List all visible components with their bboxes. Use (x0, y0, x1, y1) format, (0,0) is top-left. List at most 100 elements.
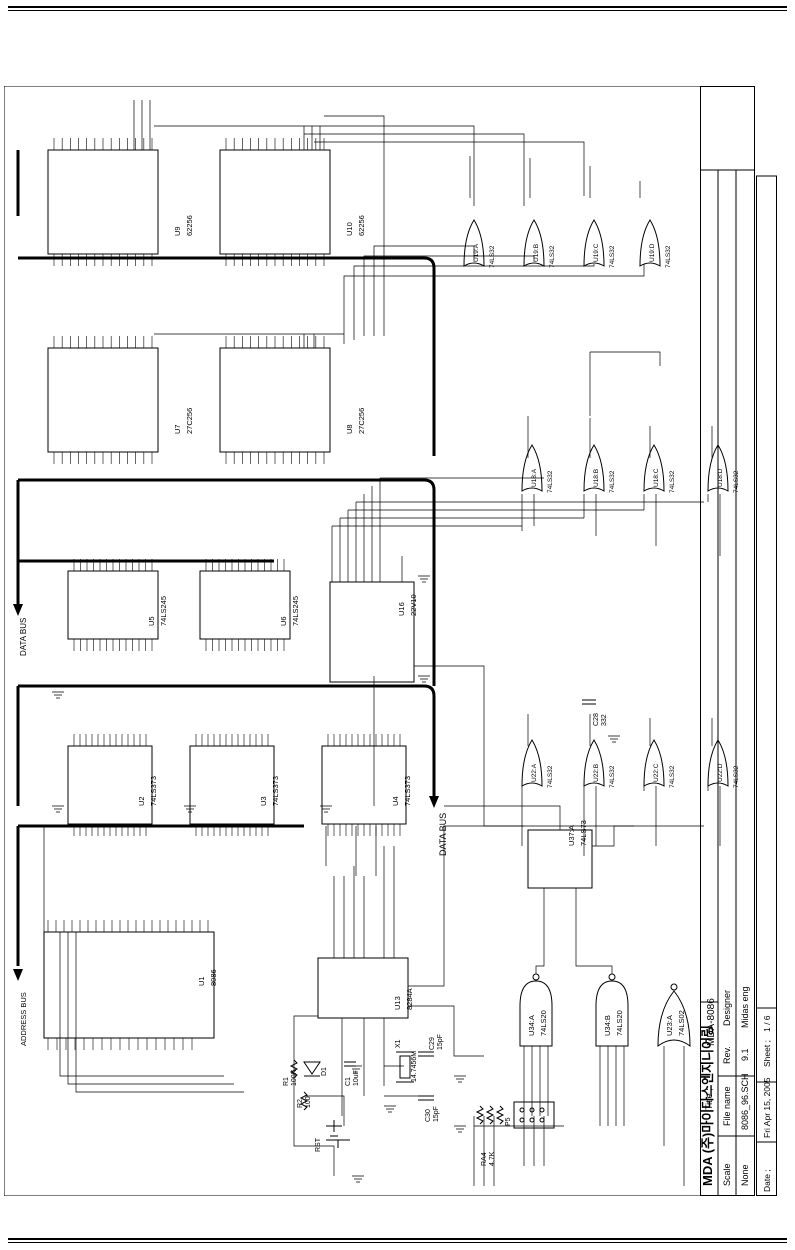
rev-value: 9.1 (740, 1048, 750, 1061)
file-value: 8086_96.SCH (740, 1073, 750, 1130)
or-gate-shape (521, 444, 543, 492)
gate-ref: U22:A (531, 763, 538, 782)
chip-ref: U23:A (665, 1015, 674, 1036)
label-r2-value: 100 (305, 1096, 312, 1108)
chip-ref: U34:A (527, 1015, 536, 1036)
title-value: MDA-8086 (706, 998, 717, 1046)
chip-ref: U9 (173, 226, 182, 236)
or-gate-shape (583, 444, 605, 492)
or-gate-shape (463, 219, 485, 267)
label-d1: D1 (321, 1067, 328, 1076)
title-block-overlay: Title ; Date ; Fri Apr 15, 2005 Sheet ; … (704, 1088, 714, 1110)
label-r1-value: 100K (291, 1069, 298, 1086)
logo-text: MDA (주)마이다스엔지니어링 (700, 1025, 715, 1186)
gate-ref: U18:A (531, 468, 538, 487)
sheet-value-row: 1 / 6 (762, 1015, 772, 1032)
scale-value: None (740, 1164, 750, 1186)
or-gate-shape (643, 739, 665, 787)
label-c29: C29 (429, 1037, 436, 1050)
chip-ref: U1 (197, 976, 206, 986)
gate-part: 74LS32 (489, 245, 496, 268)
label-c30-value: 15pF (433, 1106, 440, 1122)
wires (43, 100, 721, 1186)
schematic-drawing: U962256U1062256U727C256U827C256U574LS245… (4, 86, 755, 1196)
bus-label-data-top: DATA BUS (19, 618, 28, 656)
chip-ref: U7 (173, 424, 182, 434)
chip-ref: U6 (279, 616, 288, 626)
gate-ref: U18:B (593, 469, 600, 487)
label-c30: C30 (425, 1109, 432, 1122)
rev-label: Rev. (722, 1046, 732, 1064)
date-label-row: Date ; (762, 1169, 772, 1192)
or-gates (463, 219, 729, 787)
bus-lines (16, 150, 436, 966)
gate-part: 74LS32 (669, 470, 676, 493)
chip-ref: U2 (137, 796, 146, 806)
chip-ref: U13 (393, 996, 402, 1010)
chip-ref: U3 (259, 796, 268, 806)
chip-part: 8086 (209, 969, 218, 986)
nor-gate (657, 983, 691, 1047)
label-ra4: RA4 (481, 1152, 488, 1166)
or-gate-shape (639, 219, 661, 267)
header-p5 (513, 1101, 555, 1129)
gate-part: 74LS32 (549, 245, 556, 268)
gate-part: 74LS32 (665, 245, 672, 268)
chip-part: 74LS20 (539, 1010, 548, 1036)
designer-value: Midas eng (740, 986, 750, 1028)
chip-part: 74LS20 (615, 1010, 624, 1036)
ground-symbols (52, 575, 620, 1183)
gate-ref: U18:C (653, 468, 660, 487)
chip-ref: U37:A (567, 825, 576, 846)
crystal-x1 (396, 1051, 414, 1083)
chip-part: 74LS73 (579, 820, 588, 846)
label-r1: R1 (283, 1077, 290, 1086)
gate-part: 74LS32 (547, 765, 554, 788)
chip-part: 74LS245 (291, 596, 300, 626)
capacitors (344, 699, 596, 1101)
label-c28: C28 (593, 713, 600, 726)
bus-label-data-mid: DATA BUS (438, 813, 448, 856)
or-gate-shape (643, 444, 665, 492)
title-block-date-row: Date ; Fri Apr 15, 2005 Sheet ; 1 / 6 (756, 175, 777, 1196)
gate-ref: U19:D (649, 243, 656, 262)
label-x1-value: 14.7456M (411, 1051, 418, 1082)
label-c1: C1 (345, 1077, 352, 1086)
label-c1-value: 10uF (353, 1070, 360, 1086)
chip-part: 74LS02 (677, 1010, 686, 1036)
gate-part: 74LS32 (669, 765, 676, 788)
diode-d1 (303, 1061, 321, 1077)
bus-label-address: ADDRESS BUS (19, 992, 28, 1046)
nand-gates (519, 973, 629, 1047)
gate-ref: U22:D (717, 763, 724, 782)
label-ra4-value: 4.7K (489, 1151, 496, 1166)
sheet-label-row: Sheet ; (762, 1040, 772, 1067)
gate-part: 74LS32 (609, 765, 616, 788)
label-p5: P5 (505, 1117, 512, 1126)
chip-ref: U34:B (603, 1015, 612, 1036)
gate-ref: U19:C (593, 243, 600, 262)
gate-ref: U19:B (533, 244, 540, 262)
chip-ref: U4 (391, 796, 400, 806)
reset-switch (326, 1120, 350, 1148)
bottom-rule (8, 1238, 787, 1240)
label-c28-value: 332 (601, 714, 608, 726)
gate-part: 74LS32 (609, 470, 616, 493)
title-label-visible: Title ; (704, 1088, 714, 1110)
gate-part: 74LS32 (547, 470, 554, 493)
chip-part: 8284A (405, 988, 414, 1010)
resistors (289, 1059, 505, 1125)
chip-part: 27C256 (357, 408, 366, 434)
gate-ref: U19:A (473, 243, 480, 262)
top-rule-thin (8, 10, 787, 11)
title-block: MDA (주)마이다스엔지니어링 Title ; MDA-8086 Scale … (700, 86, 755, 1196)
chip-part: 62256 (357, 215, 366, 236)
chip-ref: U16 (397, 602, 406, 616)
or-gate-shape (583, 219, 605, 267)
chip-part: 22V10 (409, 594, 418, 616)
chip-ref: U10 (345, 222, 354, 236)
label-rst: RST (315, 1137, 322, 1152)
or-gate-shape (523, 219, 545, 267)
scale-label: Scale (722, 1163, 732, 1186)
